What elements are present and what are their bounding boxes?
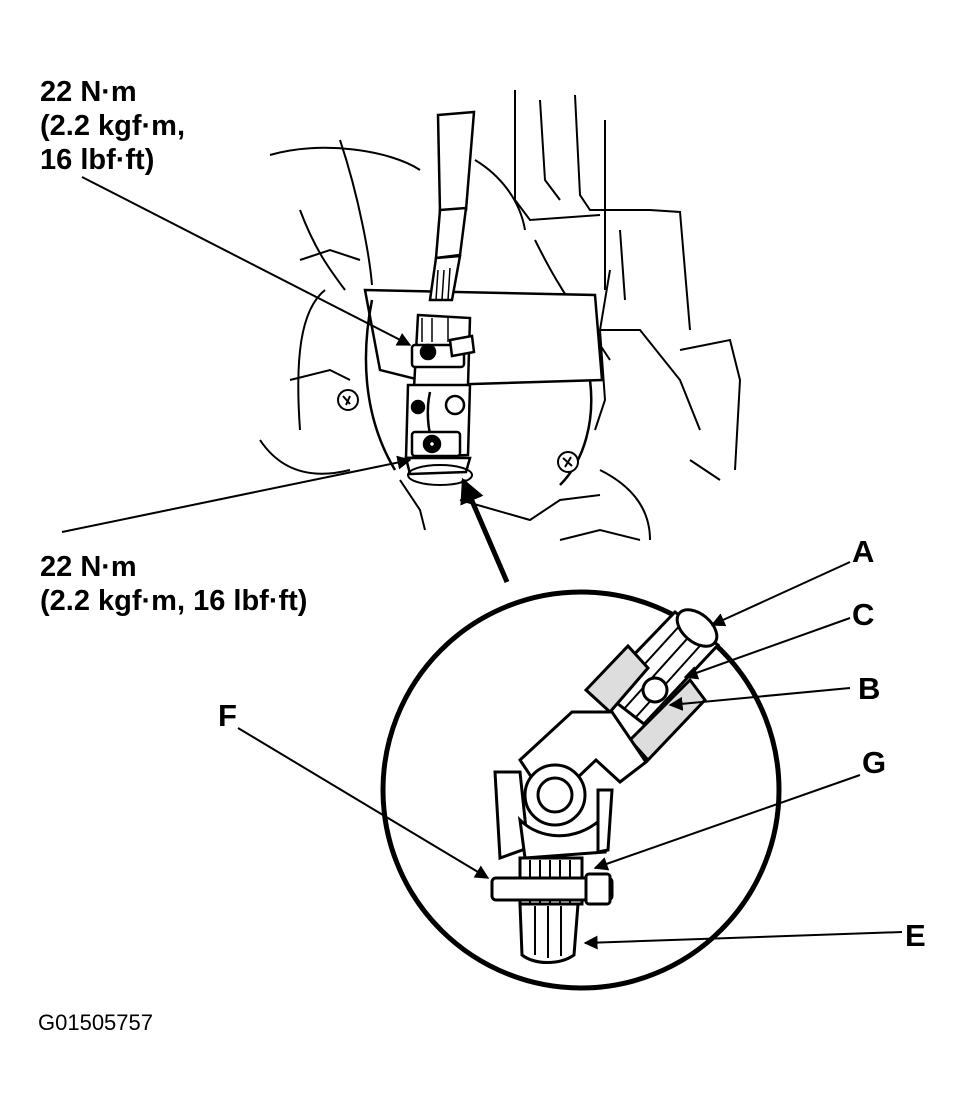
callout-f: F bbox=[218, 698, 237, 733]
bracket-bolt-left bbox=[337, 389, 359, 411]
callout-c: C bbox=[852, 597, 875, 632]
torque-upper-leader bbox=[81, 176, 412, 346]
torque-lower-line2: (2.2 kgf·m, 16 lbf·ft) bbox=[40, 585, 308, 617]
callout-g: G bbox=[862, 745, 887, 780]
detail-bolt-b bbox=[641, 676, 669, 704]
leader-c bbox=[683, 617, 851, 680]
leader-f bbox=[237, 727, 490, 879]
leader-e bbox=[583, 931, 903, 950]
bracket-bolt-right bbox=[557, 451, 579, 473]
upper-universal-joint bbox=[404, 313, 476, 476]
leader-b bbox=[668, 687, 851, 711]
leader-g bbox=[593, 774, 861, 871]
torque-label-lower: 22 N·m (2.2 kgf·m, 16 lbf·ft) bbox=[40, 550, 307, 618]
leader-a bbox=[710, 561, 851, 627]
detail-universal-joint bbox=[490, 608, 721, 964]
callout-e: E bbox=[905, 918, 926, 953]
torque-lower-leader bbox=[61, 455, 412, 533]
torque-upper-line3: 16 lbf·ft) bbox=[40, 144, 155, 176]
torque-label-upper: 22 N·m (2.2 kgf·m, 16 lbf·ft) bbox=[40, 75, 185, 177]
upper-steering-shaft bbox=[428, 110, 476, 302]
detail-pointer-arrow bbox=[460, 477, 510, 583]
torque-upper-line2: (2.2 kgf·m, bbox=[40, 110, 186, 142]
callout-b: B bbox=[858, 671, 881, 706]
background-body-outline bbox=[259, 90, 742, 541]
torque-upper-line1: 22 N·m bbox=[40, 76, 137, 108]
lower-pinion-mount bbox=[407, 464, 473, 486]
torque-lower-line1: 22 N·m bbox=[40, 551, 137, 583]
callout-a: A bbox=[852, 534, 875, 569]
callout-leaders bbox=[237, 561, 903, 950]
figure-id: G01505757 bbox=[38, 1010, 153, 1035]
